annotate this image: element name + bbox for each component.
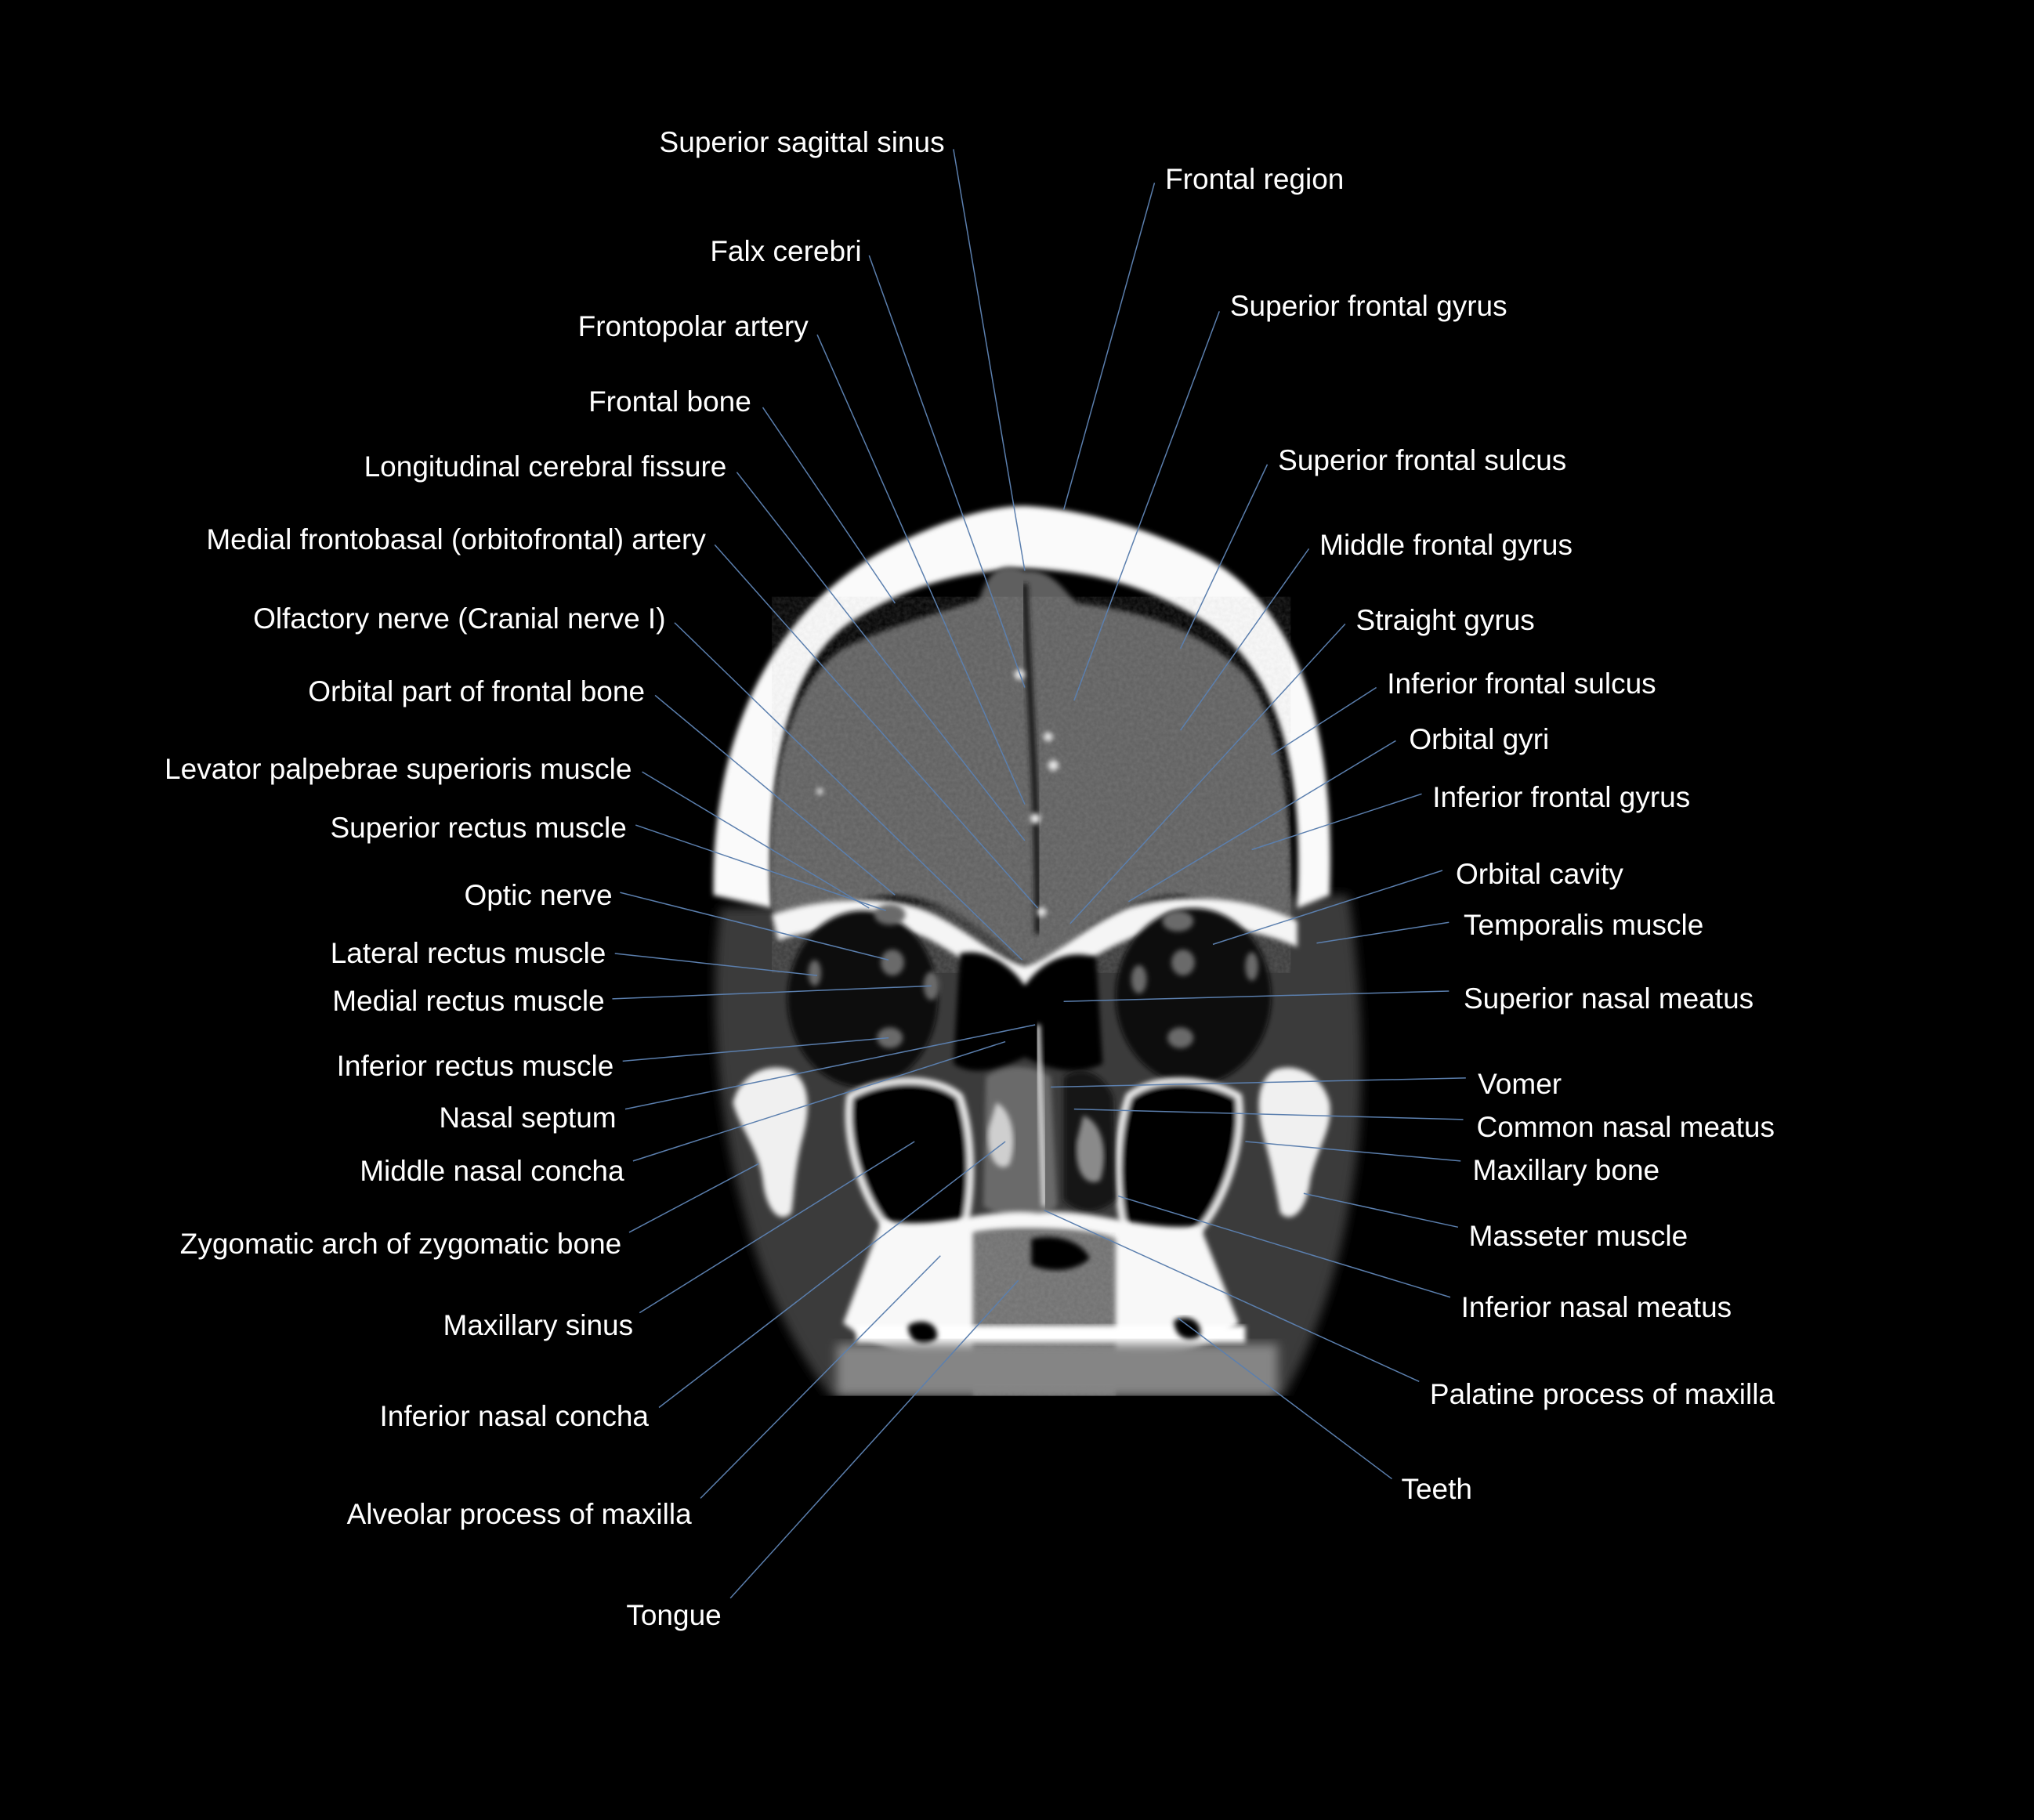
- label-orbital-cavity: Orbital cavity: [1456, 858, 1623, 891]
- label-palatine-process-of-maxilla: Palatine process of maxilla: [1429, 1378, 1775, 1411]
- leader-line-inferior-frontal-sulcus: [1271, 686, 1377, 756]
- label-zygomatic-arch-of-zygomatic-bone: Zygomatic arch of zygomatic bone: [179, 1228, 622, 1261]
- leader-line-inferior-frontal-gyrus: [1251, 793, 1422, 851]
- label-nasal-septum: Nasal septum: [439, 1102, 617, 1134]
- leader-line-inferior-nasal-concha: [658, 1141, 1006, 1409]
- label-orbital-gyri: Orbital gyri: [1409, 722, 1550, 755]
- label-medial-frontobasal-orbitofrontal-artery: Medial frontobasal (orbitofrontal) arter…: [206, 523, 706, 555]
- label-inferior-nasal-concha: Inferior nasal concha: [379, 1400, 649, 1433]
- label-levator-palpebrae-superioris-muscle: Levator palpebrae superioris muscle: [165, 753, 632, 785]
- label-superior-frontal-sulcus: Superior frontal sulcus: [1278, 443, 1567, 476]
- leader-line-frontal-region: [1062, 183, 1156, 510]
- leader-line-inferior-rectus-muscle: [622, 1037, 889, 1062]
- leader-lines: [612, 149, 1466, 1599]
- leader-line-longitudinal-cerebral-fissure: [736, 472, 1026, 841]
- label-lateral-rectus-muscle: Lateral rectus muscle: [330, 937, 606, 970]
- leader-line-superior-nasal-meatus: [1063, 990, 1449, 1002]
- label-superior-frontal-gyrus: Superior frontal gyrus: [1229, 289, 1507, 322]
- label-frontopolar-artery: Frontopolar artery: [577, 310, 809, 343]
- leader-line-levator-palpebrae-superioris-muscle: [642, 771, 870, 909]
- label-inferior-frontal-gyrus: Inferior frontal gyrus: [1432, 781, 1691, 814]
- leader-line-superior-rectus-muscle: [635, 824, 887, 912]
- leader-line-superior-sagittal-sinus: [953, 149, 1026, 571]
- label-maxillary-bone: Maxillary bone: [1472, 1153, 1660, 1186]
- leader-line-olfactory-nerve-cranial-nerve-i: [674, 622, 1023, 961]
- label-frontal-region: Frontal region: [1165, 162, 1345, 195]
- leader-line-zygomatic-arch-of-zygomatic-bone: [628, 1163, 759, 1233]
- leader-line-temporalis-muscle: [1316, 921, 1449, 944]
- label-tongue: Tongue: [626, 1598, 722, 1631]
- label-temporalis-muscle: Temporalis muscle: [1463, 908, 1704, 941]
- label-teeth: Teeth: [1401, 1473, 1472, 1506]
- label-frontal-bone: Frontal bone: [588, 385, 751, 418]
- label-vomer: Vomer: [1478, 1068, 1562, 1101]
- label-longitudinal-cerebral-fissure: Longitudinal cerebral fissure: [364, 450, 727, 483]
- leader-line-optic-nerve: [620, 892, 889, 961]
- label-falx-cerebri: Falx cerebri: [710, 235, 862, 268]
- leader-line-superior-frontal-gyrus: [1073, 311, 1220, 701]
- leader-line-vomer: [1051, 1077, 1466, 1088]
- label-common-nasal-meatus: Common nasal meatus: [1476, 1111, 1775, 1144]
- label-superior-rectus-muscle: Superior rectus muscle: [330, 811, 627, 844]
- leader-line-middle-frontal-gyrus: [1179, 548, 1310, 731]
- leader-line-common-nasal-meatus: [1073, 1108, 1464, 1120]
- label-middle-frontal-gyrus: Middle frontal gyrus: [1319, 528, 1573, 561]
- label-olfactory-nerve-cranial-nerve-i: Olfactory nerve (Cranial nerve I): [253, 602, 666, 635]
- label-inferior-nasal-meatus: Inferior nasal meatus: [1460, 1291, 1732, 1324]
- label-inferior-rectus-muscle: Inferior rectus muscle: [336, 1050, 614, 1083]
- leader-line-teeth: [1177, 1317, 1392, 1480]
- leader-line-alveolar-process-of-maxilla: [700, 1255, 941, 1499]
- label-straight-gyrus: Straight gyrus: [1355, 603, 1535, 636]
- label-middle-nasal-concha: Middle nasal concha: [360, 1155, 624, 1188]
- leader-line-middle-nasal-concha: [632, 1040, 1006, 1162]
- leader-line-nasal-septum: [624, 1024, 1036, 1110]
- leader-line-tongue: [729, 1279, 1019, 1599]
- label-optic-nerve: Optic nerve: [464, 878, 613, 911]
- leader-line-frontal-bone: [762, 407, 896, 604]
- label-medial-rectus-muscle: Medial rectus muscle: [332, 985, 605, 1018]
- leader-line-superior-frontal-sulcus: [1179, 464, 1269, 649]
- label-maxillary-sinus: Maxillary sinus: [443, 1309, 634, 1342]
- leader-line-maxillary-sinus: [639, 1141, 915, 1314]
- label-superior-nasal-meatus: Superior nasal meatus: [1463, 982, 1754, 1015]
- leader-line-straight-gyrus: [1069, 623, 1346, 924]
- label-alveolar-process-of-maxilla: Alveolar process of maxilla: [346, 1497, 692, 1530]
- label-masseter-muscle: Masseter muscle: [1468, 1220, 1688, 1253]
- leader-line-orbital-gyri: [1127, 740, 1396, 903]
- label-inferior-frontal-sulcus: Inferior frontal sulcus: [1387, 667, 1656, 700]
- leader-line-orbital-part-of-frontal-bone: [654, 694, 896, 896]
- ct-image-body: [713, 505, 1362, 1396]
- leader-line-lateral-rectus-muscle: [614, 953, 818, 976]
- leader-line-maxillary-bone: [1245, 1141, 1461, 1162]
- leader-line-medial-frontobasal-orbitofrontal-artery: [714, 544, 1039, 909]
- label-orbital-part-of-frontal-bone: Orbital part of frontal bone: [308, 675, 646, 707]
- label-superior-sagittal-sinus: Superior sagittal sinus: [659, 126, 945, 159]
- leader-line-masseter-muscle: [1303, 1192, 1459, 1228]
- leader-line-inferior-nasal-meatus: [1117, 1195, 1451, 1298]
- leader-line-orbital-cavity: [1212, 870, 1443, 946]
- leader-line-palatine-process-of-maxilla: [1044, 1210, 1420, 1383]
- leader-line-frontopolar-artery: [816, 334, 1026, 805]
- leader-line-medial-rectus-muscle: [612, 985, 932, 1000]
- leader-line-falx-cerebri: [868, 255, 1026, 688]
